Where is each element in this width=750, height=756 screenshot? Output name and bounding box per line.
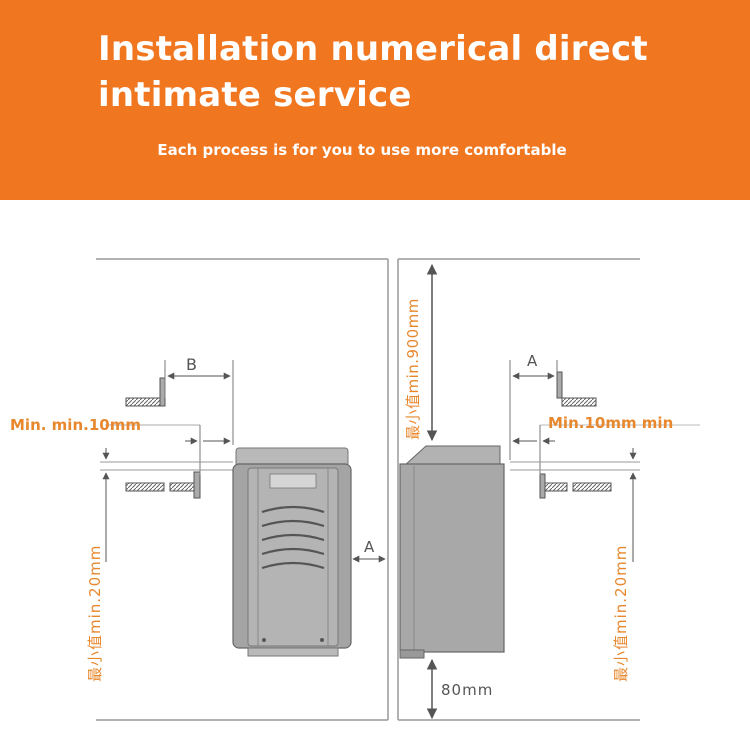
label-80mm: 80mm [441,681,493,699]
room-walls [96,258,640,721]
title-line-2: intimate service [98,75,412,115]
dimension-min-20mm-left: 最小值min.20mm [86,448,110,682]
label-a-right: A [527,352,538,370]
label-min-10mm-right: Min.10mm min [548,414,673,432]
dimension-min-10mm-right: Min.10mm min [512,414,700,475]
label-a-side: A [364,538,375,556]
label-min-20mm-left: 最小值min.20mm [86,545,104,682]
brand-plate [269,473,317,489]
label-min-20mm-right: 最小值min.20mm [612,545,630,682]
dimension-min-10mm-left: Min. min.10mm [10,416,231,475]
label-b: B [186,355,197,374]
header-banner: Installation numerical direct intimate s… [0,0,750,200]
right-side-view: 最小值min.900mm 80mm A [399,263,700,720]
dimension-b: B [164,355,234,445]
title-line-1: Installation numerical direct [98,29,648,69]
dimension-min-900mm: 最小值min.900mm [404,263,438,442]
right-lower-guard-bracket [539,473,612,499]
page-title: Installation numerical direct intimate s… [98,26,648,118]
heater-side [399,445,505,659]
right-upper-guard-bracket [556,371,597,407]
dimension-a-right: A [509,352,558,460]
vent-slots [261,505,325,570]
upper-guard-bracket [125,360,166,407]
page-subtitle: Each process is for you to use more comf… [157,141,567,159]
dimension-80mm: 80mm [426,658,493,720]
heater-front [232,447,352,657]
lower-guard-bracket [125,471,201,499]
left-front-view: B Min. min.10mm [10,355,386,682]
dimension-a-side: A [352,538,386,563]
label-min-10mm-left: Min. min.10mm [10,416,141,434]
label-min-900mm: 最小值min.900mm [404,298,422,440]
dimension-min-20mm-right: 最小值min.20mm [612,448,637,682]
